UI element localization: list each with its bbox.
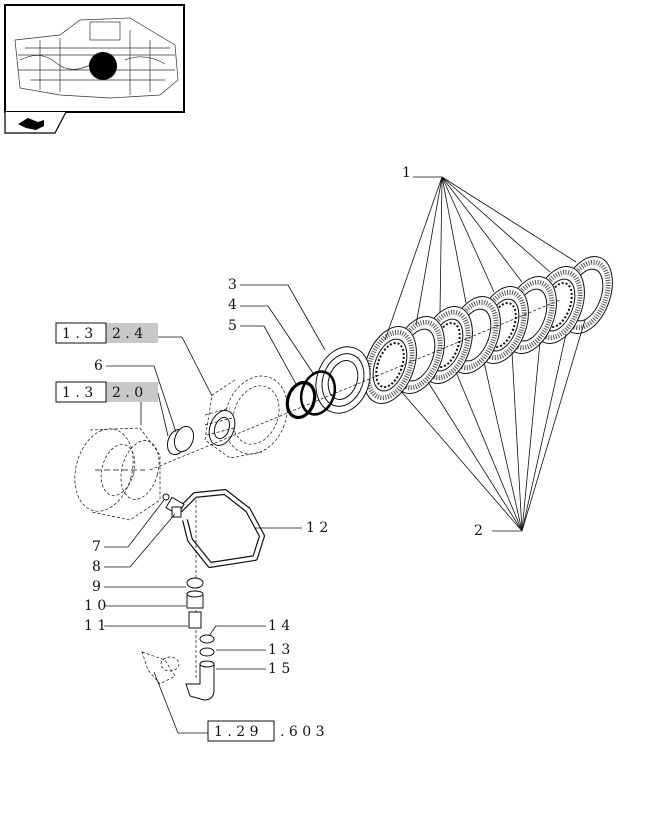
ref-link-1-29-6-03[interactable]: 1 . 2 9 . 6 0 3 [207, 720, 325, 742]
fitting-part-8[interactable] [171, 506, 182, 518]
clutch-disc[interactable] [354, 319, 426, 411]
callout-4: 4 [228, 297, 237, 313]
ref-link-1-32-0[interactable]: 1 . 3 2 . 0 [55, 381, 158, 403]
svg-text:. 6 0 3: . 6 0 3 [280, 724, 325, 740]
svg-text:1 . 3: 1 . 3 [62, 385, 93, 401]
washer-part-9[interactable] [186, 577, 204, 589]
snap-ring-part-6[interactable] [164, 424, 197, 458]
clutch-disc-stack [354, 256, 613, 411]
piston-part-3[interactable] [307, 339, 379, 421]
seal-ring-part-4[interactable] [295, 367, 340, 419]
callout-15: 1 5 [268, 661, 290, 677]
callout-7: 7 [92, 539, 101, 555]
book-arrow-icon [18, 118, 44, 130]
callout-1: 1 [402, 165, 411, 181]
callout-13: 1 3 [268, 642, 290, 658]
callout-12: 1 2 [306, 520, 328, 536]
leader-lines-1 [384, 176, 577, 341]
callout-2: 2 [474, 523, 483, 539]
callout-8: 8 [92, 559, 101, 575]
callout-3: 3 [228, 277, 237, 293]
callout-14: 1 4 [268, 618, 290, 634]
fitting-part-7[interactable] [162, 493, 170, 501]
elbow-part-15[interactable] [185, 660, 215, 701]
svg-text:2 . 0: 2 . 0 [112, 385, 143, 401]
clutch-housing[interactable] [66, 422, 165, 521]
washer-part-13[interactable] [199, 647, 215, 657]
callout-6: 6 [94, 358, 103, 374]
callout-10: 1 0 [84, 598, 106, 614]
svg-text:1 . 2 9: 1 . 2 9 [214, 724, 259, 740]
ref-link-1-32-4[interactable]: 1 . 3 2 . 4 [55, 322, 158, 344]
thumbnail-locator[interactable] [4, 4, 185, 113]
clutch-hub-assembly[interactable] [204, 367, 298, 463]
ref-fitting-dashed[interactable] [141, 651, 180, 685]
svg-text:1 . 3: 1 . 3 [62, 326, 93, 342]
union-part-10[interactable] [186, 590, 204, 609]
oil-tube-part-12[interactable] [165, 489, 265, 568]
nav-arrow-tab[interactable] [4, 111, 67, 134]
callout-9: 9 [92, 579, 101, 595]
svg-text:2 . 4: 2 . 4 [112, 326, 143, 342]
callout-5: 5 [228, 318, 237, 334]
washer-part-14[interactable] [199, 634, 215, 644]
leader-lines-2 [399, 319, 586, 532]
bolt-part-11[interactable] [188, 611, 202, 629]
callout-11: 1 1 [84, 618, 106, 634]
seal-ring-part-5[interactable] [283, 379, 320, 422]
